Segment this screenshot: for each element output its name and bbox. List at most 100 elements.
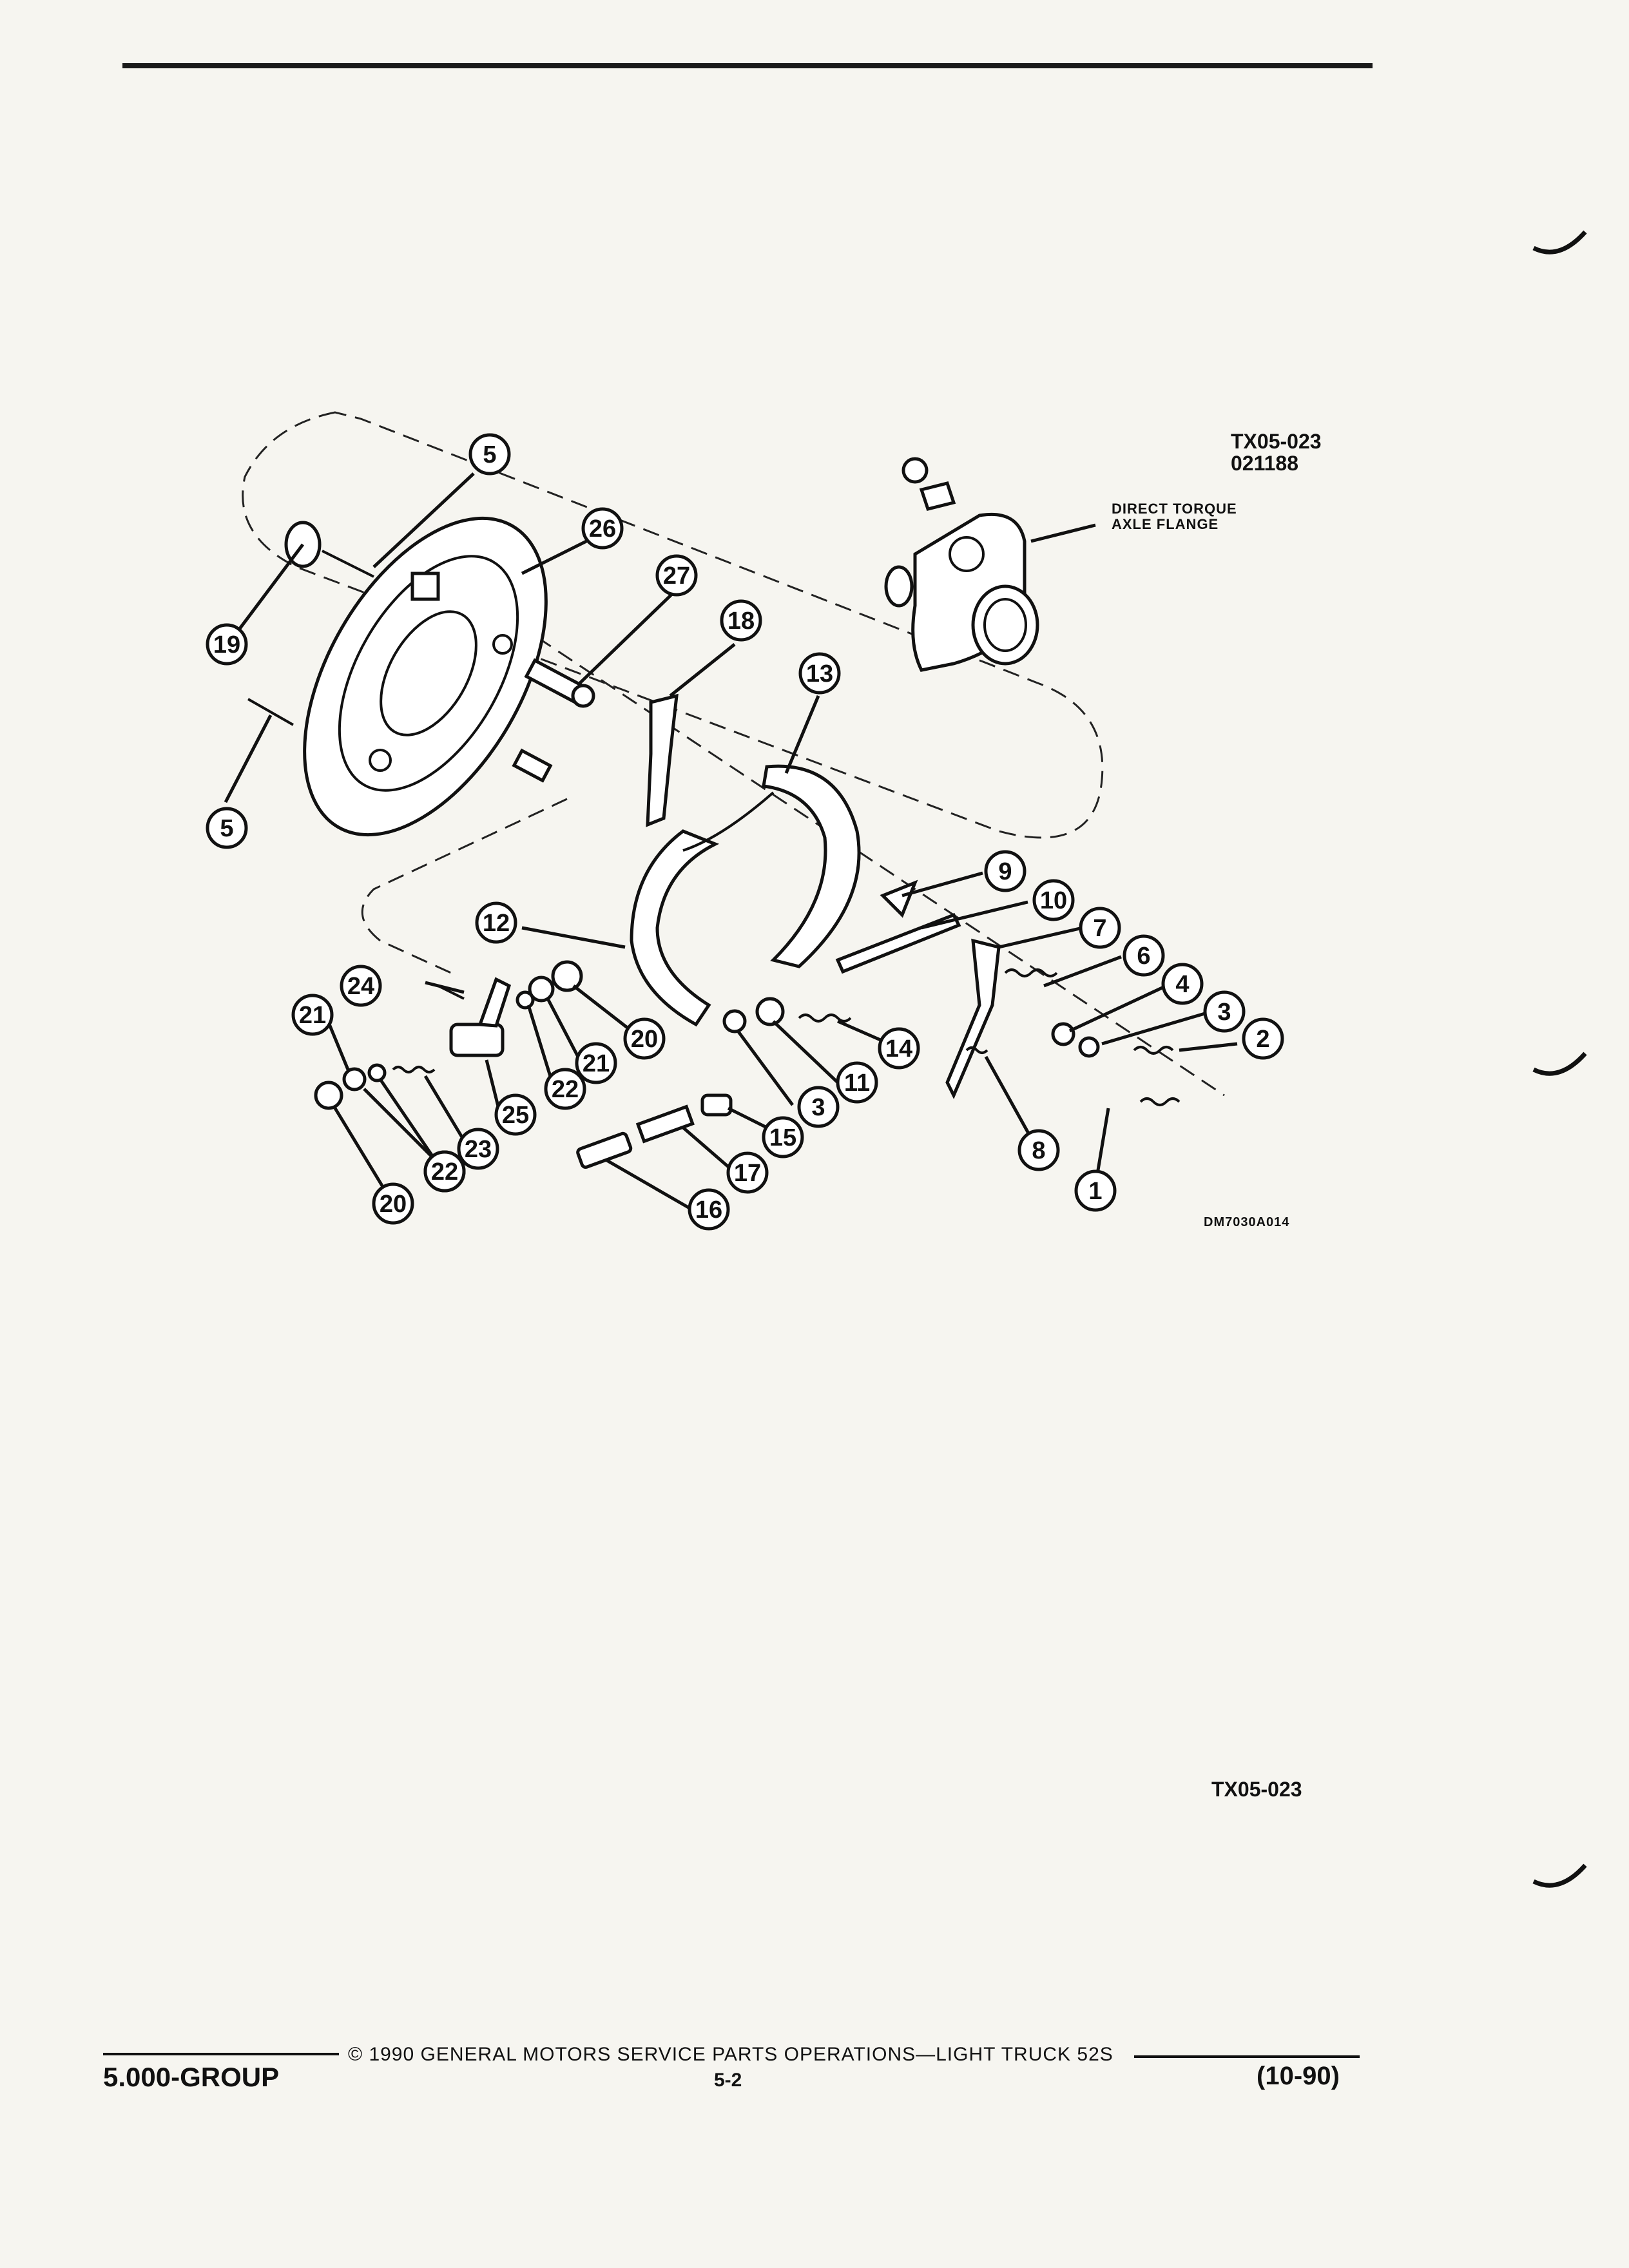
spring-6 [1004, 968, 1058, 977]
wheel-cylinder [438, 977, 512, 1057]
note-leader [1030, 523, 1096, 543]
callout-5-top: 5 [468, 433, 511, 476]
adjuster-screw [635, 1104, 695, 1144]
callout-21-left: 21 [291, 994, 334, 1036]
axle-flange [884, 457, 1039, 672]
piston-21-left [342, 1067, 367, 1091]
callout-3-left-label: 3 [811, 1094, 825, 1121]
scan-mark-icon [1532, 1052, 1587, 1076]
callout-20-right-label: 20 [631, 1026, 658, 1053]
callout-7-label: 7 [1093, 915, 1106, 942]
callout-19: 19 [206, 623, 248, 666]
callout-27-label: 27 [663, 562, 690, 590]
scan-mark-icon [1532, 230, 1587, 255]
callout-16-label: 16 [695, 1196, 722, 1224]
callout-20-left-label: 20 [380, 1191, 407, 1218]
piston-21-right [528, 975, 555, 1003]
washer-3-left [722, 1009, 747, 1033]
washer-3-right [1078, 1036, 1100, 1058]
callout-22-right-label: 22 [552, 1076, 579, 1103]
spring-8 [965, 1046, 988, 1054]
flange-note-line1: DIRECT TORQUE [1112, 501, 1237, 517]
spring-11 [755, 997, 785, 1026]
callout-22-lower: 22 [423, 1150, 466, 1193]
callout-9: 9 [984, 850, 1027, 892]
callout-9-label: 9 [998, 858, 1012, 885]
callout-23: 23 [457, 1128, 499, 1170]
scan-mark-icon [1532, 1863, 1587, 1888]
adjuster-bolt [524, 658, 595, 708]
callout-3-right: 3 [1203, 990, 1246, 1033]
envelope-upper [242, 411, 1104, 839]
callout-11-label: 11 [844, 1070, 870, 1097]
drawing-number: DM7030A014 [1204, 1215, 1290, 1229]
seal-22-left [367, 1063, 387, 1082]
callout-22-lower-label: 22 [431, 1158, 458, 1186]
callout-6-label: 6 [1137, 943, 1150, 970]
callout-26: 26 [581, 507, 624, 550]
boot-20-right [551, 960, 583, 992]
figure-id-bottom: TX05-023 [1211, 1778, 1302, 1801]
callout-5-bottom: 5 [206, 807, 248, 849]
adjuster-nut [700, 1093, 733, 1117]
callout-8-label: 8 [1032, 1137, 1045, 1164]
callout-27: 27 [655, 554, 698, 597]
callout-14-label: 14 [885, 1035, 912, 1062]
callout-21-left-label: 21 [299, 1002, 326, 1029]
callout-2-label: 2 [1256, 1026, 1269, 1053]
callout-4: 4 [1161, 963, 1204, 1005]
callout-8: 8 [1017, 1129, 1060, 1171]
callout-24-label: 24 [347, 973, 374, 1000]
footer-group: 5.000-GROUP [103, 2062, 280, 2092]
footer-rule-right [1134, 2055, 1360, 2058]
callout-13: 13 [798, 652, 841, 695]
callout-14: 14 [878, 1027, 920, 1070]
callout-16: 16 [688, 1188, 730, 1231]
mount-bolt [512, 748, 553, 783]
callout-17-label: 17 [734, 1160, 761, 1187]
spring-1 [1139, 1097, 1181, 1106]
spring-2 [1133, 1046, 1174, 1055]
callout-19-label: 19 [213, 631, 240, 658]
callout-20-right: 20 [623, 1017, 666, 1060]
strut [835, 912, 961, 974]
callout-1-label: 1 [1088, 1178, 1102, 1205]
figure-id-top-text: TX05-023 [1231, 430, 1322, 453]
callout-3-right-label: 3 [1217, 999, 1231, 1026]
callout-5-top-label: 5 [483, 441, 496, 468]
backing-plate [303, 516, 548, 837]
callout-15: 15 [762, 1116, 804, 1158]
shoe-guide [880, 879, 918, 918]
callout-2: 2 [1242, 1017, 1284, 1060]
brake-shoe-upper [762, 764, 861, 968]
shoe-web [682, 791, 775, 852]
spring-14 [798, 1014, 852, 1023]
callout-1: 1 [1074, 1169, 1117, 1212]
cylinder-spring [392, 1066, 436, 1073]
figure-id-top: TX05-023 021188 [1231, 430, 1322, 474]
callout-22-right: 22 [544, 1068, 586, 1110]
footer-page-number: 5-2 [714, 2070, 742, 2091]
cup-4 [1051, 1022, 1075, 1046]
anchor-pin-upper [322, 550, 374, 578]
top-rule [122, 63, 1373, 68]
envelope-lower [361, 798, 568, 974]
callout-10-label: 10 [1040, 887, 1067, 914]
callout-4-label: 4 [1175, 971, 1189, 998]
callout-24: 24 [340, 965, 382, 1007]
callout-23-label: 23 [465, 1136, 492, 1163]
callout-21-right: 21 [575, 1042, 617, 1084]
callout-25: 25 [494, 1093, 537, 1136]
figure-date-code: 021188 [1231, 452, 1299, 475]
footer-revision: (10-90) [1257, 2062, 1340, 2090]
parking-brake-lever [646, 693, 679, 827]
callout-3-left: 3 [797, 1086, 840, 1128]
callout-13-label: 13 [806, 660, 833, 687]
callout-21-right-label: 21 [583, 1050, 610, 1077]
callout-6: 6 [1123, 934, 1165, 977]
callout-10: 10 [1032, 879, 1075, 921]
callout-11: 11 [836, 1061, 878, 1104]
callout-26-label: 26 [589, 515, 616, 543]
footer-rule-left [103, 2053, 339, 2055]
